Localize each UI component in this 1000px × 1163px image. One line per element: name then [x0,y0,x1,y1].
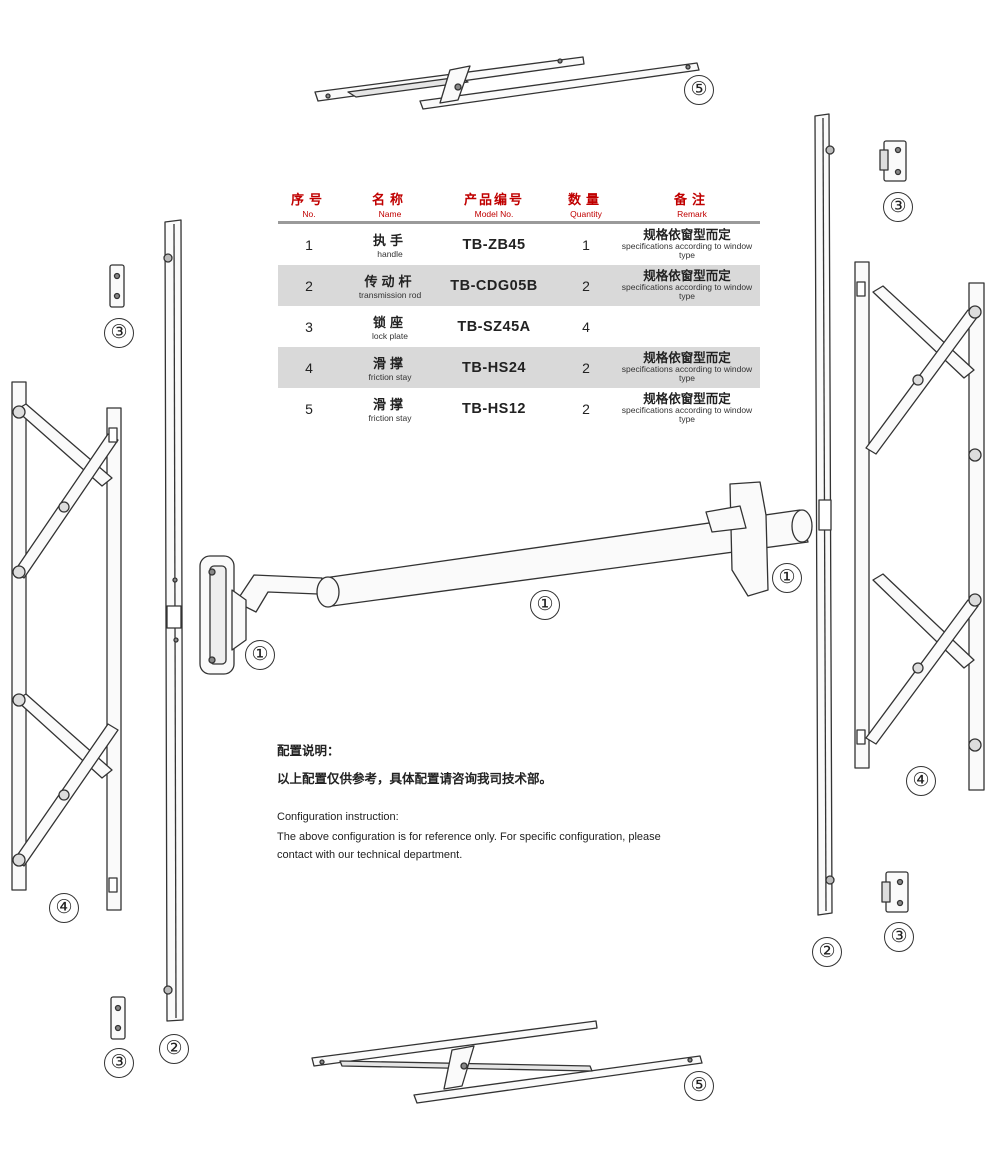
cell-model: TB-HS24 [462,359,526,376]
callout-1-center: ① [530,590,560,620]
callout-3-left-bottom: ③ [104,1048,134,1078]
notes-body-zh: 以上配置仅供参考，具体配置请咨询我司技术部。 [277,772,553,786]
cell-quantity: 4 [582,318,590,335]
notes-title-zh: 配置说明： [277,744,340,758]
cell-quantity: 2 [582,277,590,294]
lock-plate-left-top [109,264,125,308]
transmission-rod-right [814,113,835,916]
notes-body-en: The above configuration is for reference… [277,828,757,864]
friction-stay-long-right [854,261,985,791]
lock-plate-right-bottom [881,871,909,913]
cell-model: TB-CDG05B [450,277,538,294]
header-rule [278,221,760,224]
cell-quantity: 2 [582,359,590,376]
cell-quantity: 2 [582,400,590,417]
callout-2-right: ② [812,937,842,967]
callout-4-right: ④ [906,766,936,796]
cell-quantity: 1 [582,236,590,253]
cell-model: TB-SZ45A [457,318,531,335]
cell-no: 2 [305,277,313,294]
cell-remark [614,306,760,347]
callout-5-top: ⑤ [684,75,714,105]
transmission-rod-left [163,219,184,1022]
cell-no: 3 [305,318,313,335]
callout-1-left: ① [245,640,275,670]
friction-stay-bottom [311,1020,703,1104]
cell-no: 1 [305,236,313,253]
cell-model: TB-ZB45 [462,236,526,253]
cell-model: TB-HS12 [462,400,526,417]
configuration-notes: 配置说明： 以上配置仅供参考，具体配置请咨询我司技术部。 Configurati… [277,740,757,864]
handle-assembly [199,481,813,675]
lock-plate-right-top [879,140,907,182]
callout-3-right-top: ③ [883,192,913,222]
callout-5-bottom: ⑤ [684,1071,714,1101]
friction-stay-top [314,56,700,110]
lock-plate-left-bottom [110,996,126,1040]
callout-3-left-top: ③ [104,318,134,348]
notes-body-en-line2: contact with our technical department. [277,849,463,861]
notes-body-en-line1: The above configuration is for reference… [277,831,661,843]
callout-1-right: ① [772,563,802,593]
notes-title-en: Configuration instruction: [277,811,399,823]
cell-no: 5 [305,400,313,417]
callout-4-left: ④ [49,893,79,923]
friction-stay-long-left [11,381,122,911]
callout-3-right-bottom: ③ [884,922,914,952]
cell-no: 4 [305,359,313,376]
callout-2-left: ② [159,1034,189,1064]
